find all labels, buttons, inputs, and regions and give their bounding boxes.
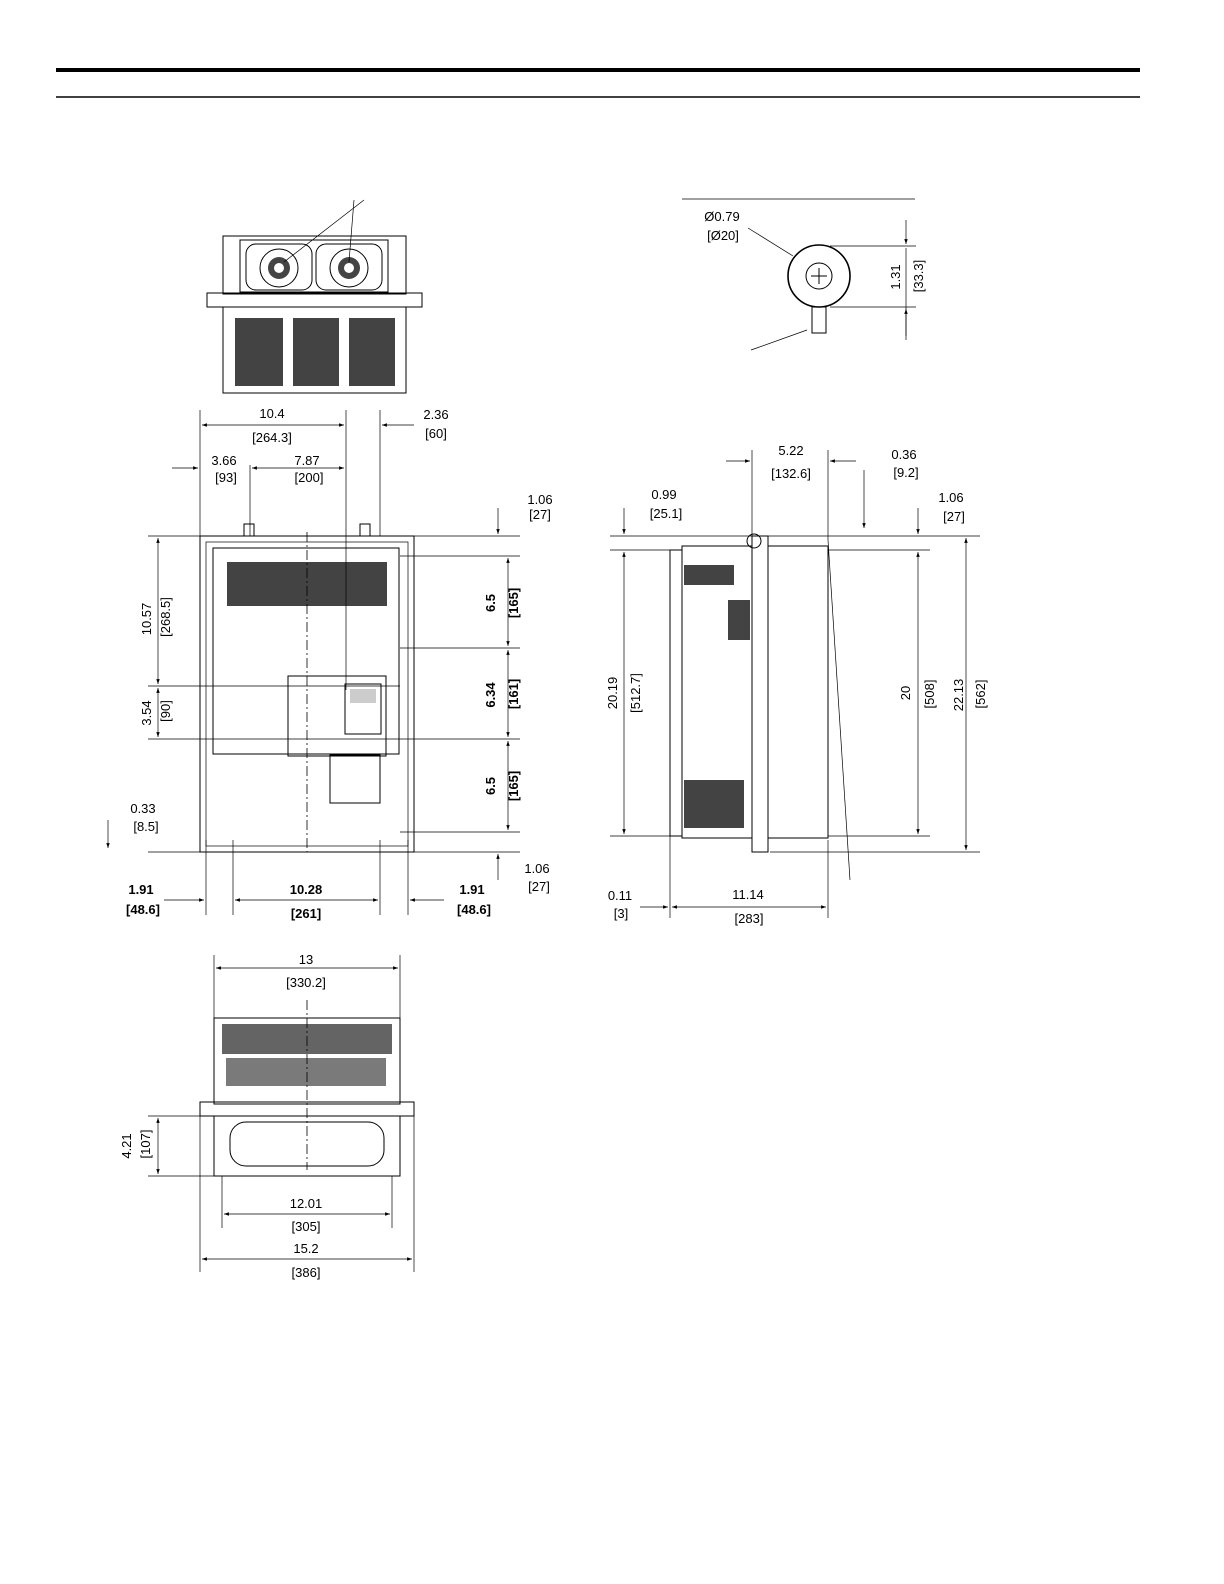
rear-width: 10.4	[259, 406, 284, 421]
right-edge-mm: [48.6]	[457, 902, 491, 917]
total-height: 22.13	[951, 679, 966, 712]
total-depth-mm: [283]	[735, 911, 764, 926]
top-offset: 0.99	[651, 487, 676, 502]
flange-mm: [9.2]	[893, 465, 918, 480]
depth-front-mm: [132.6]	[771, 466, 811, 481]
flange-width-mm: [386]	[292, 1265, 321, 1280]
bottom-margin-mm: [27]	[528, 879, 550, 894]
bottom-width-mm: [330.2]	[286, 975, 326, 990]
eyebolt-diameter-mm: [Ø20]	[707, 228, 739, 243]
total-depth: 11.14	[732, 887, 764, 902]
rear-width-mm: [264.3]	[252, 430, 292, 445]
left-hole: 3.66	[211, 453, 236, 468]
left-edge: 1.91	[128, 882, 153, 897]
seg-top: 6.5	[483, 594, 498, 612]
mid-height: 3.54	[139, 700, 154, 725]
duct-width-mm: [305]	[292, 1219, 321, 1234]
center-width-mm: [261]	[291, 906, 321, 921]
body-height-mm: [512.7]	[628, 673, 643, 713]
upper-height-mm: [268.5]	[158, 597, 173, 637]
top-offset-mm: [25.1]	[650, 506, 683, 521]
eyebolt-height-mm: [33.3]	[911, 260, 926, 293]
bottom-view	[199, 1000, 415, 1177]
mount-height: 20	[898, 686, 913, 700]
bottom-offset-mm: [8.5]	[133, 819, 158, 834]
left-edge-mm: [48.6]	[126, 902, 160, 917]
hole-pitch-mm: [200]	[295, 470, 324, 485]
depth-front: 5.22	[778, 443, 803, 458]
seg-bot-mm: [165]	[506, 771, 521, 801]
duct-width: 12.01	[290, 1196, 323, 1211]
rear-gap-mm: [3]	[614, 906, 628, 921]
eyebolt-detail	[682, 198, 915, 351]
dimension-labels: 10.4 [264.3] 2.36 [60] 3.66 [93] 7.87 [2…	[119, 209, 988, 1280]
center-width: 10.28	[290, 882, 323, 897]
seg-mid: 6.34	[483, 682, 498, 708]
top-margin: 1.06	[527, 492, 552, 507]
side-top-margin: 1.06	[938, 490, 963, 505]
top-view	[206, 199, 423, 394]
hole-pitch: 7.87	[294, 453, 319, 468]
front-view	[199, 523, 415, 853]
mid-height-mm: [90]	[158, 700, 173, 722]
body-height: 20.19	[605, 677, 620, 710]
dimension-lines	[106, 220, 980, 1272]
eyebolt-diameter: Ø0.79	[704, 209, 739, 224]
flange: 0.36	[891, 447, 916, 462]
side-view	[669, 533, 851, 881]
mount-height-mm: [508]	[922, 680, 937, 709]
bottom-margin: 1.06	[524, 861, 549, 876]
bottom-offset: 0.33	[130, 801, 155, 816]
rear-gap: 0.11	[608, 888, 632, 903]
seg-top-mm: [165]	[506, 588, 521, 618]
upper-height: 10.57	[139, 603, 154, 636]
seg-mid-mm: [161]	[506, 679, 521, 709]
flange-width: 15.2	[293, 1241, 318, 1256]
duct-height-mm: [107]	[138, 1130, 153, 1159]
side-top-margin-mm: [27]	[943, 509, 965, 524]
left-hole-mm: [93]	[215, 470, 237, 485]
top-margin-mm: [27]	[529, 507, 551, 522]
right-offset: 2.36	[423, 407, 448, 422]
right-offset-mm: [60]	[425, 426, 447, 441]
duct-height: 4.21	[119, 1133, 134, 1158]
eyebolt-height: 1.31	[888, 264, 903, 289]
right-edge: 1.91	[459, 882, 484, 897]
bottom-width: 13	[299, 952, 313, 967]
seg-bot: 6.5	[483, 777, 498, 795]
total-height-mm: [562]	[973, 680, 988, 709]
